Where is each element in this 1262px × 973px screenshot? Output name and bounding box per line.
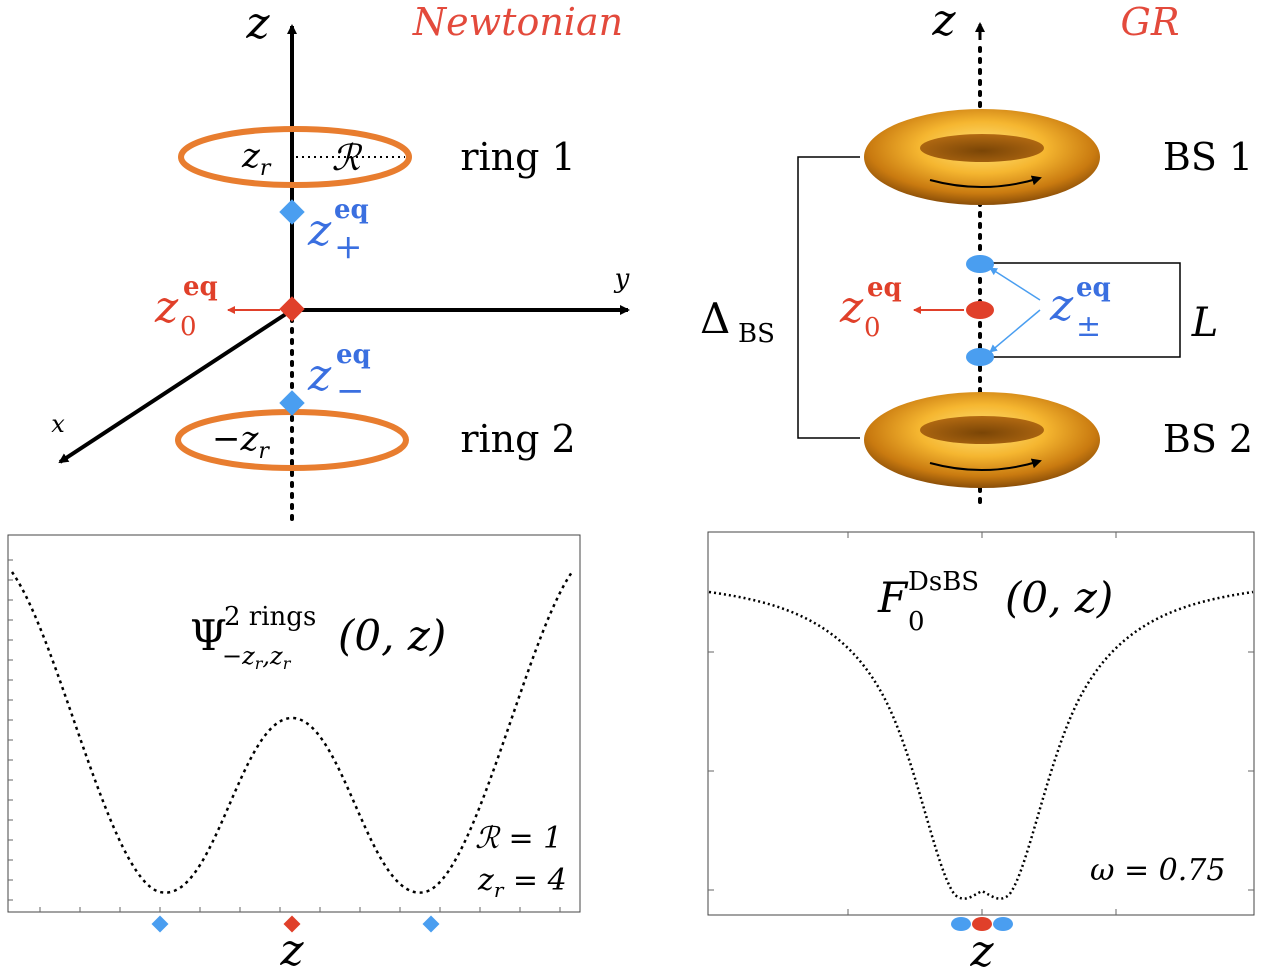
z-minus-eq-sub: −: [336, 371, 365, 411]
z-minus-eq-label: z: [307, 350, 332, 401]
z-plus-eq-sub: +: [334, 227, 363, 267]
z-minus-eq-sup: eq: [336, 340, 371, 370]
plot-right-zminus-marker: [951, 917, 971, 931]
plot-right-param: ω = 0.75: [1090, 853, 1225, 888]
gr-z-plus-marker: [966, 255, 994, 273]
gr-zpm-arrow-up: [989, 267, 1041, 301]
gr-z-minus-marker: [966, 348, 994, 366]
gr-diagram: GR z BS 1 BS 2 Δ BS L z eq: [700, 0, 1253, 507]
newtonian-diagram: Newtonian z y x zr ℛ ring 1 −zr ring 2 z…: [51, 0, 630, 524]
plot-left: Ψ 2 rings −zr,zr (0, z) ℛ = 1 zr = 4 z: [7, 534, 581, 973]
x-axis: [58, 308, 294, 464]
z-plus-eq-marker: [279, 199, 305, 225]
plot-right-title-sub: 0: [908, 607, 925, 637]
ring-2-zr: −zr: [212, 419, 270, 464]
plot-left-zminus-marker: [151, 915, 169, 933]
plot-left-frame: [7, 534, 581, 913]
boson-star-1: [864, 109, 1100, 205]
plot-left-xlabel: z: [279, 925, 304, 973]
ring-1: [178, 126, 412, 188]
boson-star-2: [864, 392, 1100, 488]
gr-z0-marker: [966, 301, 994, 319]
newtonian-header: Newtonian: [412, 0, 623, 44]
plot-right-frame: [707, 531, 1255, 916]
plot-left-title-args: (0, z): [338, 611, 446, 660]
l-label: L: [1191, 300, 1219, 346]
gr-zpm-arrow-down: [989, 309, 1041, 353]
plot-left-ticks: [8, 559, 561, 912]
plot-right-title-sup: DsBS: [908, 567, 979, 597]
plot-left-param-1: ℛ = 1: [475, 821, 562, 856]
gr-header: GR: [1121, 0, 1180, 44]
y-axis-label: y: [614, 264, 630, 294]
gr-z0-sup: eq: [867, 273, 902, 303]
plot-left-title-sup: 2 rings: [224, 602, 316, 632]
z0-eq-marker: [279, 296, 305, 322]
z-axis-label: z: [245, 0, 270, 49]
gr-z0-label: z: [839, 282, 864, 333]
plot-right-zplus-marker: [993, 917, 1013, 931]
z-plus-eq-label: z: [307, 205, 332, 256]
gr-zpm-label: z: [1049, 280, 1074, 331]
plot-left-param-2: zr = 4: [477, 863, 567, 902]
plot-right-ticks: [708, 532, 1254, 915]
l-bracket: [990, 262, 1181, 358]
z-plus-eq-sup: eq: [334, 195, 369, 225]
plot-left-title-sub: −zr,zr: [222, 642, 292, 673]
plot-right-xlabel: z: [969, 926, 994, 973]
z0-eq-sup: eq: [183, 272, 218, 302]
z0-eq-label: z: [154, 282, 179, 333]
ring-2-label: ring 2: [460, 417, 575, 461]
ring-1-radius-label: ℛ: [332, 138, 363, 179]
ring-1-zr: zr: [241, 136, 272, 181]
delta-bs-sub: BS: [738, 319, 775, 349]
plot-right: F DsBS 0 (0, z) ω = 0.75 z: [707, 531, 1255, 973]
plot-right-title: F: [877, 573, 909, 622]
plot-left-z0-marker: [283, 915, 301, 933]
bs-1-label: BS 1: [1163, 135, 1253, 179]
plot-left-title: Ψ: [190, 611, 227, 660]
plot-left-curve: [10, 571, 574, 894]
bs-2-label: BS 2: [1163, 417, 1253, 461]
plot-right-title-args: (0, z): [1005, 573, 1113, 622]
gr-zpm-sup: eq: [1076, 273, 1111, 303]
z-minus-eq-marker: [279, 390, 305, 416]
x-axis-label: x: [51, 410, 65, 438]
ring-1-label: ring 1: [460, 135, 575, 179]
plot-right-z0-marker: [972, 917, 992, 931]
z0-eq-sub: 0: [180, 312, 197, 342]
gr-z0-sub: 0: [864, 313, 881, 343]
delta-bs-bracket: [797, 156, 860, 439]
delta-bs-label: Δ: [700, 294, 730, 343]
gr-zpm-sub: ±: [1076, 309, 1101, 344]
plot-left-zplus-marker: [422, 915, 440, 933]
gr-z-axis-label: z: [931, 0, 956, 46]
